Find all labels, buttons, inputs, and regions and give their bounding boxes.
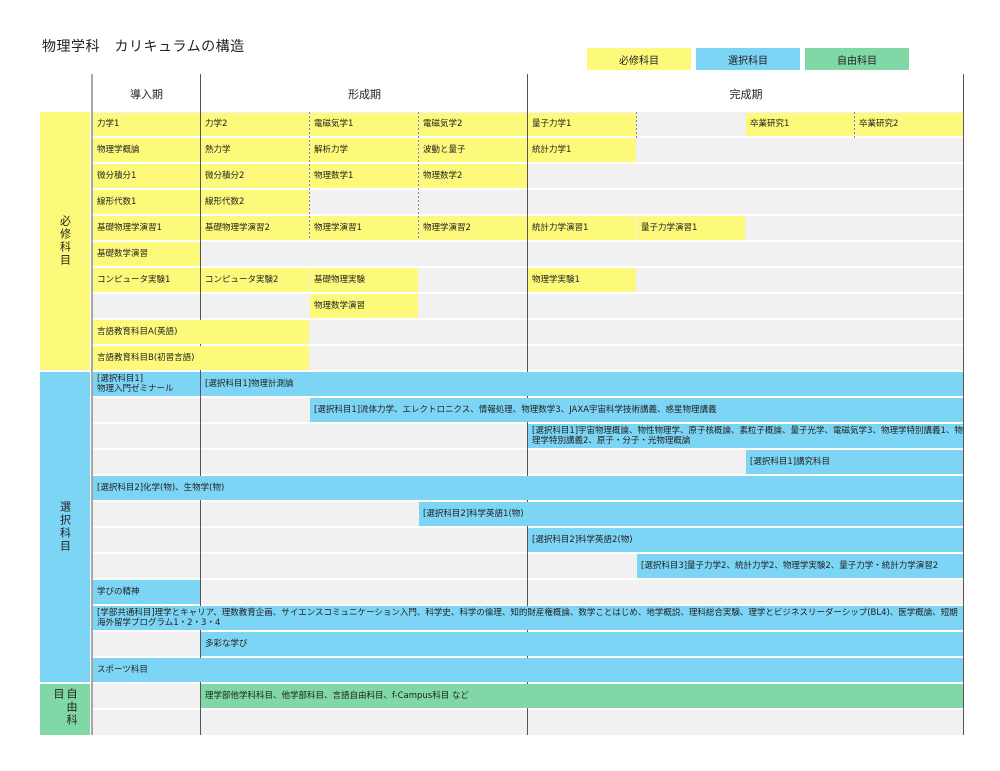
required-course: 熱力学 bbox=[201, 138, 309, 162]
elective-course: [選択科目1]流体力学、エレクトロニクス、情報処理、物理数学3、JAXA宇宙科学… bbox=[310, 398, 963, 422]
elective-course-line1: [選択科目1] bbox=[97, 374, 144, 384]
required-course: 基礎物理実験 bbox=[310, 268, 418, 292]
required-course: 基礎物理学演習1 bbox=[93, 216, 200, 240]
free-course: 理学部他学科科目、他学部科目、言語自由科目、f-Campus科目 など bbox=[201, 684, 963, 708]
required-course: 言語教育科目A(英語) bbox=[93, 320, 309, 344]
required-course: 物理数学演習 bbox=[310, 294, 418, 318]
section-free-label: 自由科目 bbox=[40, 684, 90, 735]
required-course: 基礎物理学演習2 bbox=[201, 216, 309, 240]
required-course: 量子力学演習1 bbox=[637, 216, 745, 240]
required-course: 電磁気学1 bbox=[310, 113, 418, 136]
required-course: 解析力学 bbox=[310, 138, 418, 162]
phase-formation-header: 形成期 bbox=[348, 88, 381, 101]
required-course: 力学2 bbox=[201, 113, 309, 136]
section-required-text: 必修科目 bbox=[58, 215, 72, 267]
elective-course: [選択科目1]宇宙物理概論、物性物理学、原子核概論、素粒子概論、量子光学、電磁気… bbox=[528, 424, 963, 448]
phase-completion-header: 完成期 bbox=[729, 88, 763, 101]
required-course: 基礎数学演習 bbox=[93, 242, 200, 266]
required-course: 物理学演習1 bbox=[310, 216, 418, 240]
elective-course: 学びの精神 bbox=[93, 580, 200, 604]
elective-course: [学部共通科目]理学とキャリア、理数教育企画、サイエンスコミュニケーション入門、… bbox=[93, 606, 963, 630]
phase-intro-header: 導入期 bbox=[130, 88, 163, 101]
required-course: 物理数学1 bbox=[310, 164, 418, 188]
required-course: 卒業研究1 bbox=[746, 113, 854, 136]
required-course: 線形代数1 bbox=[93, 190, 200, 214]
required-course: コンピュータ実験1 bbox=[93, 268, 200, 292]
required-course: 電磁気学2 bbox=[419, 113, 527, 136]
legend-required: 必修科目 bbox=[587, 48, 691, 70]
elective-course: [選択科目2]化学(物)、生物学(物) bbox=[93, 476, 963, 500]
required-course: 統計力学演習1 bbox=[528, 216, 636, 240]
section-required-label: 必修科目 bbox=[40, 112, 90, 370]
legend-elective: 選択科目 bbox=[696, 48, 800, 70]
required-course: 物理学演習2 bbox=[419, 216, 527, 240]
required-course: 言語教育科目B(初習言語) bbox=[93, 346, 309, 370]
elective-course-line2: 物理入門ゼミナール bbox=[97, 384, 174, 394]
required-course: 統計力学1 bbox=[528, 138, 636, 162]
section-elective-label: 選択科目 bbox=[40, 372, 90, 682]
required-course: 量子力学1 bbox=[528, 113, 636, 136]
required-course: 線形代数2 bbox=[201, 190, 309, 214]
elective-course: [選択科目1] 物理入門ゼミナール bbox=[93, 372, 200, 396]
required-course: 物理学実験1 bbox=[528, 268, 636, 292]
elective-course: [選択科目2]科学英語1(物) bbox=[419, 502, 963, 526]
required-course: 微分積分2 bbox=[201, 164, 309, 188]
elective-course: [選択科目1]物理計測論 bbox=[201, 372, 963, 396]
section-elective-text: 選択科目 bbox=[58, 501, 72, 553]
required-course: 波動と量子 bbox=[419, 138, 527, 162]
required-course: 力学1 bbox=[93, 113, 200, 136]
required-course: 物理学概論 bbox=[93, 138, 200, 162]
section-free-text: 自由科目 bbox=[52, 688, 78, 727]
required-course: コンピュータ実験2 bbox=[201, 268, 309, 292]
elective-course: [選択科目3]量子力学2、統計力学2、物理学実験2、量子力学・統計力学演習2 bbox=[637, 554, 963, 578]
page-title: 物理学科 カリキュラムの構造 bbox=[42, 39, 245, 55]
required-course: 物理数学2 bbox=[419, 164, 527, 188]
required-course: 卒業研究2 bbox=[855, 113, 963, 136]
elective-course: スポーツ科目 bbox=[93, 658, 963, 682]
elective-course: [選択科目2]科学英語2(物) bbox=[528, 528, 963, 552]
elective-course: 多彩な学び bbox=[201, 632, 963, 656]
required-course: 微分積分1 bbox=[93, 164, 200, 188]
legend-free: 自由科目 bbox=[805, 48, 909, 70]
elective-course: [選択科目1]講究科目 bbox=[746, 450, 963, 474]
